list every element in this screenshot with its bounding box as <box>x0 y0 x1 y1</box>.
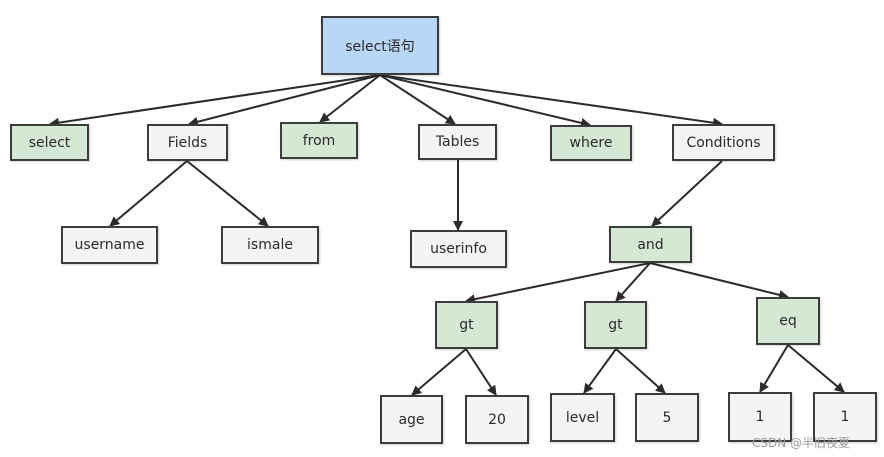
from-keyword-node: from <box>280 122 358 159</box>
and-label: and <box>637 236 664 253</box>
gt-label-1: gt <box>459 317 474 333</box>
edge-gt2-level <box>583 348 617 394</box>
conditions-label: Conditions <box>686 134 761 151</box>
and-node: and <box>609 226 692 263</box>
edge-gt1-20 <box>465 348 497 396</box>
edge-fields-ismale <box>186 160 269 227</box>
value-5-label: 5 <box>662 409 672 426</box>
value-1a-label: 1 <box>755 409 765 425</box>
fields-label: Fields <box>167 134 208 151</box>
fields-node: Fields <box>147 124 228 161</box>
root-node-label: select语句 <box>345 38 415 55</box>
where-keyword-node: where <box>550 125 632 161</box>
gt-node-1: gt <box>435 301 498 349</box>
gt-label-2: gt <box>608 317 623 333</box>
gt-node-2: gt <box>584 301 647 349</box>
age-node: age <box>380 395 443 444</box>
level-label: level <box>565 409 600 426</box>
edge-root-select <box>49 74 381 128</box>
value-20-label: 20 <box>488 411 506 428</box>
from-keyword-label: from <box>302 132 336 149</box>
select-keyword-label: select <box>28 134 71 151</box>
select-keyword-node: select <box>10 124 89 161</box>
username-node: username <box>61 226 158 264</box>
edge-gt1-age <box>411 348 467 396</box>
ismale-node: ismale <box>221 226 319 264</box>
edge-root-fields <box>188 74 381 127</box>
value-1b-node: 1 <box>813 392 877 442</box>
where-keyword-label: where <box>569 135 613 151</box>
edge-eq-1a <box>759 344 789 393</box>
ismale-label: ismale <box>247 237 293 253</box>
edge-fields-username <box>109 160 188 227</box>
edge-and-eq <box>649 262 789 300</box>
level-node: level <box>550 393 615 442</box>
eq-label: eq <box>779 313 797 329</box>
eq-node: eq <box>756 297 820 345</box>
edge-root-where <box>379 74 591 128</box>
value-20-node: 20 <box>465 395 529 444</box>
edge-root-conditions <box>379 74 723 128</box>
edge-and-gt2 <box>615 262 651 302</box>
edge-and-gt1 <box>465 262 651 305</box>
tables-label: Tables <box>435 134 480 150</box>
edge-root-tables <box>379 74 456 125</box>
edge-root-from <box>319 74 381 123</box>
userinfo-label: userinfo <box>430 241 487 257</box>
edge-eq-1b <box>787 344 845 393</box>
value-1b-label: 1 <box>840 409 850 425</box>
edge-conditions-and <box>651 160 723 227</box>
conditions-node: Conditions <box>672 124 775 161</box>
tables-node: Tables <box>418 124 497 160</box>
watermark-text: CSDN @半旧夜夏 <box>752 436 851 450</box>
root-node: select语句 <box>321 16 439 75</box>
value-1a-node: 1 <box>728 392 792 442</box>
username-label: username <box>74 237 145 253</box>
userinfo-node: userinfo <box>410 230 507 268</box>
value-5-node: 5 <box>635 393 699 442</box>
edge-gt2-5 <box>615 348 666 394</box>
age-label: age <box>398 411 425 428</box>
